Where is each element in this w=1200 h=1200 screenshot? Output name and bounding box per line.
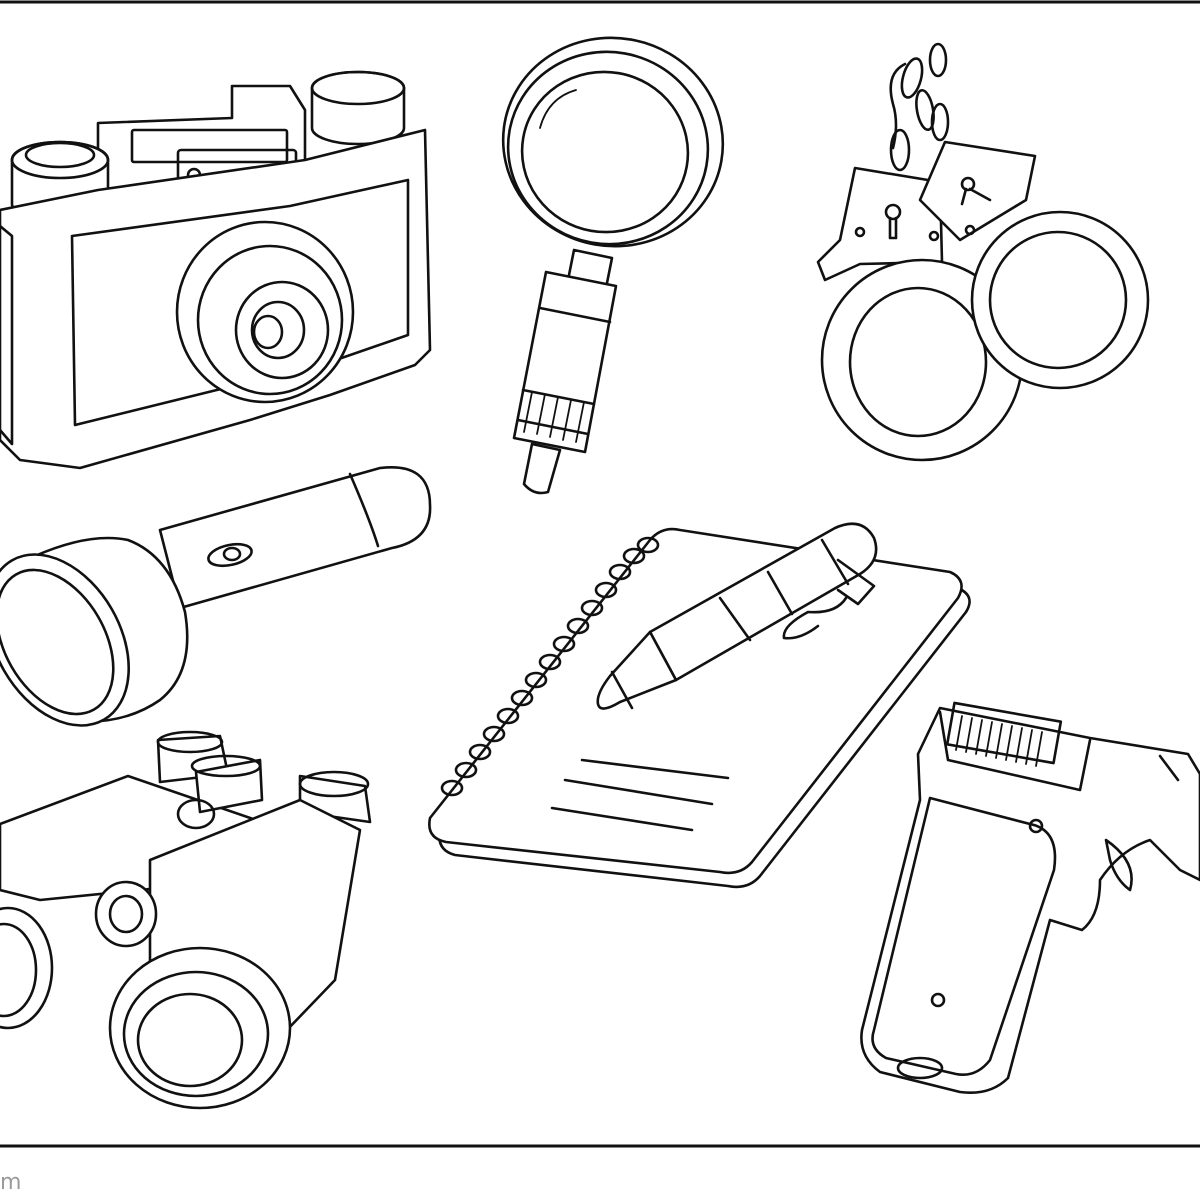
footer-credit-text: m — [0, 1170, 22, 1195]
flashlight-icon — [0, 465, 432, 727]
pen-icon — [596, 522, 878, 710]
notepad-icon — [428, 527, 971, 889]
binoculars-icon — [0, 730, 372, 1110]
camera-icon — [0, 70, 432, 470]
handcuffs-icon — [816, 42, 1150, 462]
magnifying-glass-icon — [501, 36, 725, 495]
pistol-icon — [860, 701, 1200, 1094]
